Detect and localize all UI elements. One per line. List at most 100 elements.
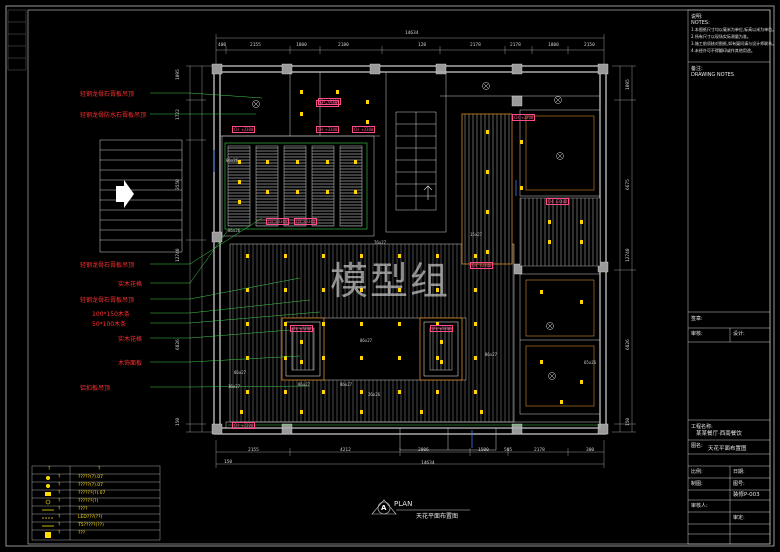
light-fixture (238, 200, 241, 204)
remark-sub: DRAWING NOTES (691, 72, 734, 78)
drawing-no-label: 图号: (733, 481, 745, 487)
light-fixture (284, 288, 287, 292)
light-fixture (360, 254, 363, 258)
dim-top-segment: 2180 (338, 43, 349, 48)
light-fixture (580, 220, 583, 224)
dim-top-segment: 2150 (584, 43, 595, 48)
light-fixture (284, 322, 287, 326)
inner-dimension: 15x27 (470, 232, 483, 237)
legend-row-text: LED???(??) (78, 515, 103, 520)
top-dimension-lines (215, 34, 605, 66)
callout-label: 铝扣板吊顶 (80, 385, 111, 392)
light-fixture (322, 356, 325, 360)
grille-panels (227, 145, 363, 227)
inner-dimension: 86x27 (340, 382, 353, 387)
light-fixture (360, 410, 363, 414)
light-fixture (398, 322, 401, 326)
dim-top-overall: 14634 (405, 31, 419, 36)
dim-right-segment: 1095 (626, 79, 631, 90)
dim-bottom-segment: 1500 (478, 448, 489, 453)
drawing-title: 天花平面布置图 (416, 513, 459, 520)
plan-letter: A (381, 504, 387, 512)
light-fixture (246, 254, 249, 258)
legend-row-text: T5?????(??) (78, 523, 104, 528)
plumbing-marks (213, 150, 517, 448)
callout-leaders (150, 92, 321, 388)
legend-row: ???????(?).07 (34, 491, 154, 498)
legend-row-symbol: ? (58, 531, 61, 536)
sheet-border (5, 5, 775, 547)
light-fixture (284, 254, 287, 258)
light-fixture (486, 170, 489, 174)
entrance-arrow-icon (116, 180, 134, 208)
legend-row-symbol: ? (58, 515, 61, 520)
light-fixture (326, 160, 329, 164)
light-fixture (420, 410, 423, 414)
dim-right-segment: 6675 (626, 179, 631, 190)
room-tag: CH +3300 (266, 218, 290, 225)
stamp-label: 签章: (691, 316, 703, 322)
light-fixture (548, 220, 551, 224)
plan-marker (371, 499, 470, 515)
side-dimension-lines (186, 65, 636, 433)
drawing-name: 天花平面布置图 (708, 446, 747, 452)
light-fixture (474, 356, 477, 360)
room-tag: CH +3300 (352, 126, 376, 133)
light-fixture (284, 356, 287, 360)
entrance-steps (99, 139, 183, 253)
light-fixture (300, 112, 303, 116)
legend-row-text: ?????(?).07 (78, 475, 103, 480)
dim-top-segment: 1800 (296, 43, 307, 48)
legend-table (31, 465, 161, 541)
dim-bottom-edge: 150 (224, 460, 233, 465)
light-fixture (398, 288, 401, 292)
notes-line: 2.所有尺寸以现场实际测量为准。 (691, 34, 751, 39)
legend-row-text: ?????(?).07 (78, 483, 103, 488)
inner-dimension: 26x26 (368, 392, 381, 397)
light-fixture (474, 390, 477, 394)
corridor-slat-ceiling (461, 113, 513, 265)
legend-row-symbol: ? (58, 499, 61, 504)
remark-label: 备注: (691, 66, 703, 72)
dim-bottom-segment: 2155 (248, 448, 259, 453)
inner-dimension: 86x26 (226, 158, 239, 163)
light-fixture (296, 190, 299, 194)
legend-header-text: ? (98, 467, 101, 472)
legend-row-text: ??? (78, 531, 86, 536)
legend-row-symbol: ? (58, 483, 61, 488)
dim-top-segment: 2155 (250, 43, 261, 48)
date-label: 日期: (733, 469, 745, 475)
right-rooms (440, 95, 601, 415)
light-fixture (540, 290, 543, 294)
inner-dimension: 86x27 (360, 338, 373, 343)
light-fixture (580, 380, 583, 384)
light-fixture (520, 140, 523, 144)
binding-strip (7, 9, 27, 71)
check-label: 审核: (691, 331, 703, 337)
right-room-orange (525, 115, 595, 407)
light-fixture (360, 390, 363, 394)
light-fixture (398, 390, 401, 394)
light-fixture (354, 160, 357, 164)
stair-core (385, 71, 447, 233)
plan-label: PLAN (394, 500, 413, 508)
legend-row: ??????(?).07 (34, 475, 154, 482)
light-fixture (560, 400, 563, 404)
light-fixture (266, 190, 269, 194)
dim-top-segment: 120 (418, 43, 427, 48)
room-tag: CH +3300 (232, 126, 256, 133)
legend-row: ???????(?) (34, 499, 154, 506)
dim-bottom-segment: 505 (504, 448, 513, 453)
light-fixture (474, 254, 477, 258)
inner-dimension: 86x27 (485, 352, 498, 357)
light-fixture (360, 288, 363, 292)
inner-dimension: 76x27 (374, 240, 387, 245)
light-fixture (360, 356, 363, 360)
dim-left-segment: 3550 (176, 179, 181, 190)
light-fixture (322, 288, 325, 292)
legend-row: ?T5?????(??) (34, 523, 154, 530)
light-fixture (480, 410, 483, 414)
notes-line: 4.未经许可不得翻印或作其他用途。 (691, 48, 755, 53)
drawing-name-label: 图名: (691, 443, 703, 449)
callout-label: 轻钢龙骨防水石膏板吊顶 (80, 112, 147, 119)
